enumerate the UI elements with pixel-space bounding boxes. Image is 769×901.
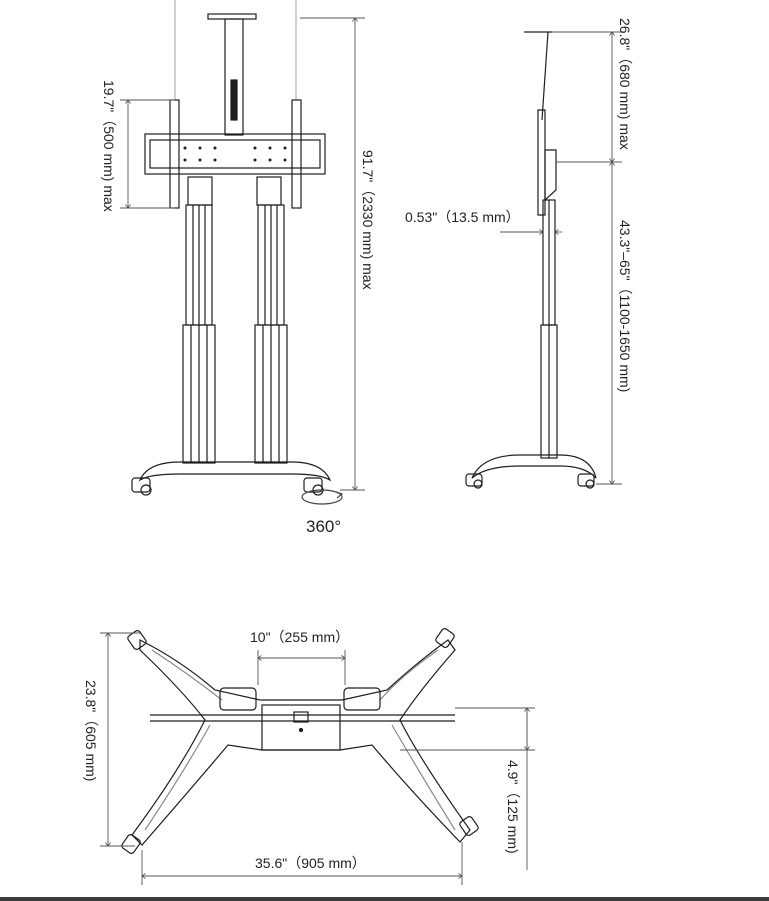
right-bracket: [291, 99, 302, 209]
mounting-plate: [144, 133, 326, 175]
mount-height-label: 19.7"（500 mm) max: [101, 80, 117, 212]
tray-offset-label: 4.9"（125 mm): [505, 760, 521, 854]
front-view: [131, 0, 344, 505]
base-view: [121, 628, 479, 854]
total-height-label: 91.7"（2330 mm) max: [360, 150, 376, 290]
rotation-label: 360°: [306, 517, 341, 536]
side-mount: [537, 109, 546, 216]
offset-label: 0.53"（13.5 mm）: [405, 209, 520, 225]
side-camera-pole: [541, 31, 549, 121]
rotation-arrow-icon: [301, 489, 343, 505]
front-base: [138, 461, 332, 482]
right-column-clamp: [256, 176, 282, 206]
top-label: 26.8"（680 mm) max: [617, 18, 633, 150]
height-range-label: 43.3"–65"（1100-1650 mm): [617, 220, 633, 392]
column-spacing-label: 10"（255 mm）: [250, 629, 349, 645]
right-socket: [343, 687, 381, 711]
side-view: [465, 31, 597, 489]
center-plate: [261, 704, 341, 751]
camera-shelf: [207, 13, 257, 20]
left-bracket: [169, 99, 180, 209]
width-label: 35.6"（905 mm）: [255, 855, 366, 871]
depth-label: 23.8"（605 mm): [83, 680, 99, 781]
left-column-clamp: [187, 176, 213, 206]
side-base: [471, 454, 597, 479]
bottom-border: [0, 897, 769, 901]
camera-pole: [224, 18, 244, 136]
left-socket: [219, 687, 257, 711]
x-base: [131, 639, 471, 846]
